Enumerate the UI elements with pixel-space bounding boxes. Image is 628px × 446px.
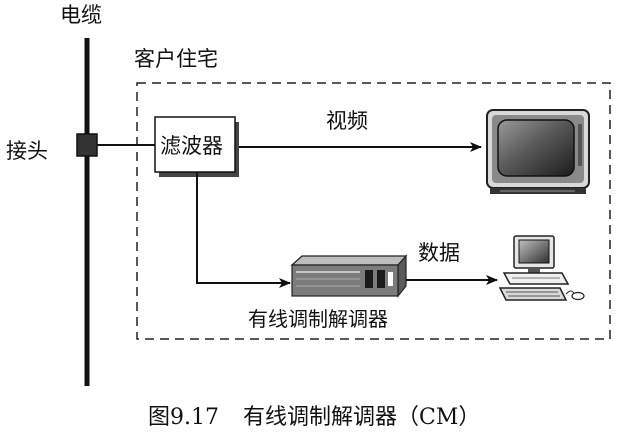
figure-number: 图9.17 xyxy=(148,405,219,430)
filter-label: 滤波器 xyxy=(160,134,223,158)
filter-to-modem-arrow xyxy=(196,172,291,288)
data-label: 数据 xyxy=(418,241,460,265)
computer-icon xyxy=(498,235,585,301)
modem-icon xyxy=(290,254,408,298)
tap-box xyxy=(76,133,98,157)
figure-title: 有线调制解调器（CM） xyxy=(243,405,480,430)
tap-label: 接头 xyxy=(6,139,48,163)
video-label: 视频 xyxy=(326,109,368,133)
cable-modem-label: 有线调制解调器 xyxy=(248,307,388,331)
tv-icon xyxy=(486,109,590,194)
cable-label: 电缆 xyxy=(60,3,102,27)
customer-premises-boundary xyxy=(136,82,611,340)
figure-caption: 图9.17 有线调制解调器（CM） xyxy=(148,405,480,430)
customer-premises-label: 客户住宅 xyxy=(134,47,218,71)
filter-box xyxy=(154,116,236,173)
